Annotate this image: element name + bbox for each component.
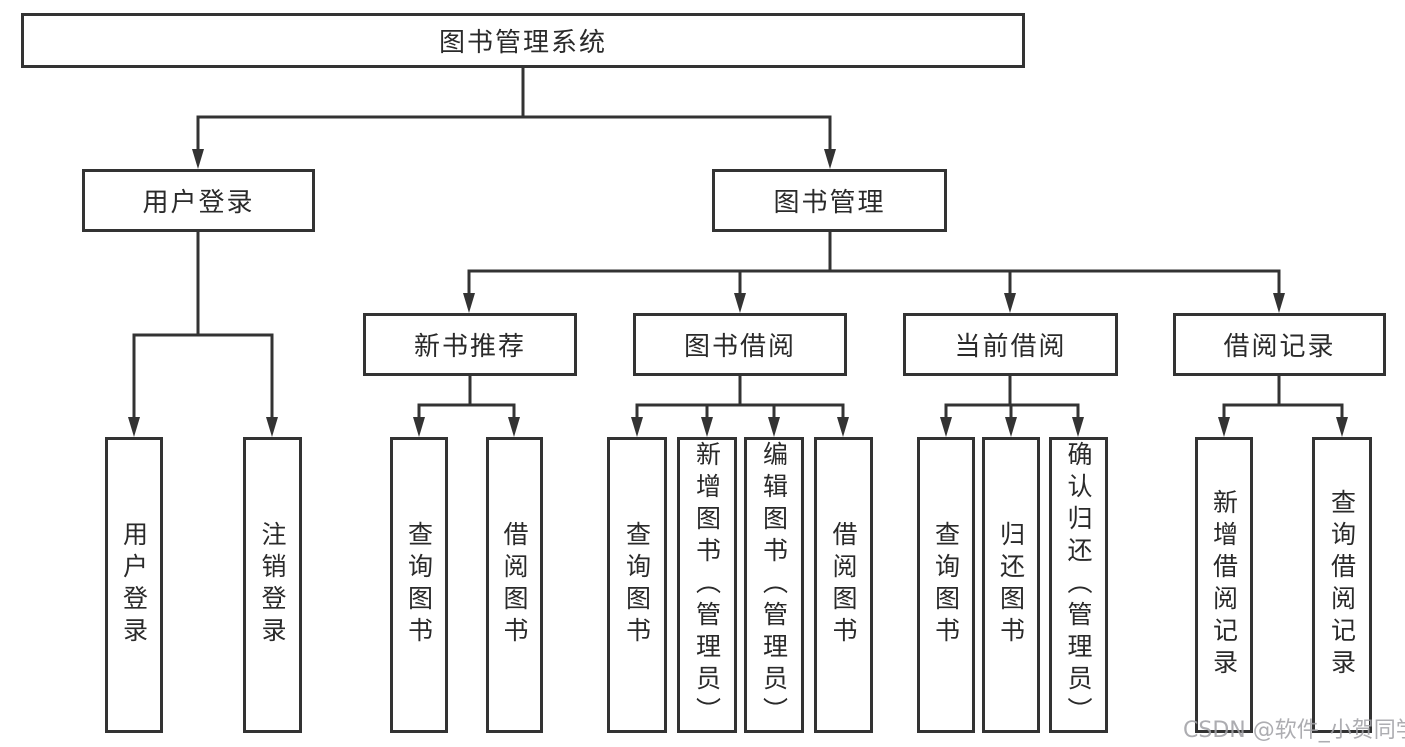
arrowhead — [192, 149, 204, 169]
leaf-label: 新增借阅记录 — [1209, 489, 1239, 681]
node-user-login: 用户登录 — [82, 169, 315, 232]
leaf-label: 编辑图书（管理员） — [759, 441, 789, 729]
arrowhead — [1005, 417, 1017, 437]
leaf-query-books-recommend: 查询图书 — [390, 437, 448, 733]
arrowhead — [413, 417, 425, 437]
connector-borrow-records-children — [1222, 373, 1344, 420]
arrowhead — [734, 293, 746, 313]
leaf-borrow-books-recommend: 借阅图书 — [486, 437, 543, 733]
leaf-label: 用户登录 — [119, 521, 149, 649]
connector-current-borrow-children — [944, 373, 1080, 420]
node-new-book-recommend: 新书推荐 — [363, 313, 577, 376]
arrowhead — [701, 417, 713, 437]
arrowhead — [1072, 417, 1084, 437]
connector-root-to-level2 — [196, 68, 832, 151]
arrowhead — [837, 417, 849, 437]
node-current-borrow: 当前借阅 — [903, 313, 1118, 376]
leaf-label: 查询图书 — [931, 521, 961, 649]
arrowhead — [463, 293, 475, 313]
watermark: CSDN @软件_小贺同学 — [1183, 718, 1405, 743]
arrowhead — [631, 417, 643, 437]
leaf-query-books-current: 查询图书 — [917, 437, 975, 733]
leaf-confirm-return-admin: 确认归还（管理员） — [1049, 437, 1108, 733]
leaf-return-books: 归还图书 — [982, 437, 1040, 733]
arrowhead — [1273, 293, 1285, 313]
leaf-label: 归还图书 — [996, 521, 1026, 649]
leaf-label: 借阅图书 — [829, 521, 858, 649]
node-root: 图书管理系统 — [21, 13, 1025, 68]
leaf-logout: 注销登录 — [243, 437, 302, 733]
leaf-label: 查询借阅记录 — [1327, 489, 1357, 681]
connector-new-book-recommend-children — [417, 373, 516, 420]
node-borrow-records: 借阅记录 — [1173, 313, 1386, 376]
leaf-label: 查询图书 — [404, 521, 434, 649]
leaf-add-borrow-record: 新增借阅记录 — [1195, 437, 1253, 733]
leaf-label: 借阅图书 — [500, 521, 529, 649]
arrowhead — [508, 417, 520, 437]
node-book-management: 图书管理 — [712, 169, 947, 232]
leaf-add-books-admin: 新增图书（管理员） — [677, 437, 737, 733]
connector-book-borrow-children — [635, 373, 845, 420]
arrowhead — [768, 417, 780, 437]
leaf-user-login: 用户登录 — [105, 437, 163, 733]
arrowhead — [1336, 417, 1348, 437]
leaf-label: 注销登录 — [258, 521, 287, 649]
connector-user-login-children — [132, 232, 274, 420]
leaf-query-borrow-record: 查询借阅记录 — [1312, 437, 1372, 733]
leaf-edit-books-admin: 编辑图书（管理员） — [744, 437, 804, 733]
arrowhead — [1218, 417, 1230, 437]
leaf-borrow-books: 借阅图书 — [814, 437, 873, 733]
arrowhead — [128, 417, 140, 437]
connector-book-management-children — [467, 232, 1281, 296]
leaf-label: 新增图书（管理员） — [692, 441, 722, 729]
arrowhead — [1004, 293, 1016, 313]
arrowhead — [824, 149, 836, 169]
leaf-query-books-borrow: 查询图书 — [607, 437, 667, 733]
arrowhead — [266, 417, 278, 437]
node-book-borrow: 图书借阅 — [633, 313, 847, 376]
leaf-label: 确认归还（管理员） — [1064, 441, 1093, 729]
leaf-label: 查询图书 — [622, 521, 652, 649]
arrowhead — [940, 417, 952, 437]
